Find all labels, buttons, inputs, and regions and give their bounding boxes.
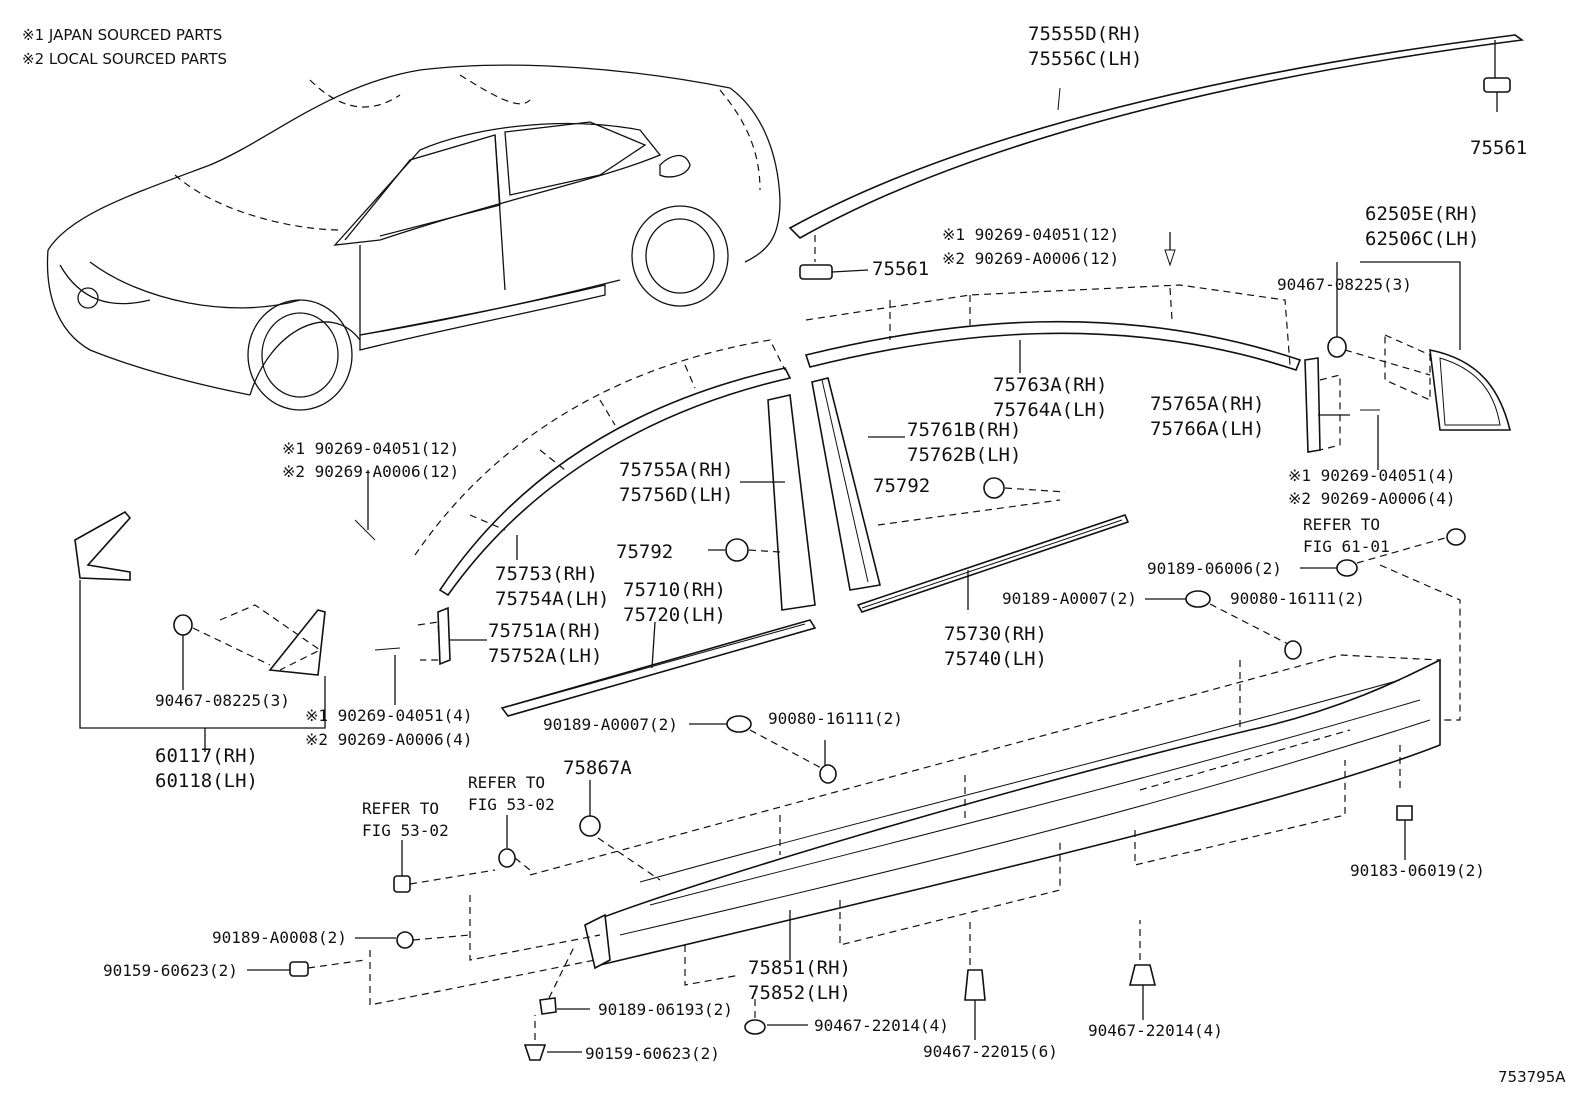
label-90467-22014-b[interactable]: 90467-22014(4): [1088, 1021, 1223, 1040]
front-upper-molding-part: [354, 339, 792, 597]
label-line: 75755A(RH): [619, 459, 734, 481]
label-front-belt[interactable]: 75710(RH) 75720(LH): [623, 578, 726, 628]
label-line: 60117(RH): [155, 745, 258, 767]
note-text: LOCAL SOURCED PARTS: [48, 50, 228, 68]
label-line: 75765A(RH): [1150, 393, 1265, 415]
label-front-door-pillar[interactable]: 75755A(RH) 75756D(LH): [619, 458, 733, 508]
quarter-window-part: [1327, 261, 1512, 431]
label-90467-22014-a[interactable]: 90467-22014(4): [814, 1016, 949, 1035]
label-line: 75754A(LH): [495, 588, 610, 610]
roof-molding-part: [788, 34, 1525, 280]
label-line: 75720(LH): [623, 604, 726, 626]
label-75792-right[interactable]: 75792: [873, 475, 931, 497]
label-rear-pillar-garnish[interactable]: 75765A(RH) 75766A(LH): [1150, 392, 1264, 442]
label-line: FIG 53-02: [362, 821, 449, 840]
label-line: 75740(LH): [944, 648, 1047, 670]
label-refer-61[interactable]: REFER TO FIG 61-01: [1303, 514, 1390, 558]
label-90189-a0007-right[interactable]: 90189-A0007(2): [1002, 589, 1137, 608]
label-line: 75730(RH): [944, 623, 1047, 645]
car-illustration: [46, 64, 781, 411]
note-mark: ※1: [22, 26, 45, 44]
label-90159-b[interactable]: 90159-60623(2): [585, 1044, 720, 1063]
label-line: 75555D(RH): [1028, 23, 1143, 45]
label-90269-rear-2[interactable]: ※2 90269-A0006(4): [1288, 489, 1456, 508]
label-90159-a[interactable]: 90159-60623(2): [103, 961, 238, 980]
upper-rear-molding-part: [804, 232, 1302, 373]
label-90183[interactable]: 90183-06019(2): [1350, 861, 1485, 880]
lower-fasteners: [247, 780, 1413, 1061]
label-90269-top-1[interactable]: ※1 90269-04051(12): [942, 225, 1120, 244]
door-pillar-garnishes: [708, 377, 1066, 611]
label-quarter-window[interactable]: 62505E(RH) 62506C(LH): [1365, 202, 1479, 252]
label-line: 75753(RH): [495, 563, 598, 585]
note-local-sourced: ※2 LOCAL SOURCED PARTS: [22, 48, 227, 70]
label-line: 75851(RH): [748, 957, 851, 979]
label-75561-top[interactable]: 75561: [1470, 137, 1528, 159]
note-text: JAPAN SOURCED PARTS: [48, 26, 223, 44]
label-line: 75752A(LH): [488, 645, 603, 667]
label-line: 75762B(LH): [907, 444, 1022, 466]
label-front-pillar-garnish[interactable]: 75751A(RH) 75752A(LH): [488, 619, 602, 669]
label-90467-left[interactable]: 90467-08225(3): [155, 691, 290, 710]
label-line: FIG 53-02: [468, 795, 555, 814]
label-90269-left-2[interactable]: ※2 90269-A0006(12): [282, 462, 460, 481]
label-line: REFER TO: [468, 773, 546, 792]
label-90269-top-2[interactable]: ※2 90269-A0006(12): [942, 249, 1120, 268]
label-line: 75761B(RH): [907, 419, 1022, 441]
label-line: 62506C(LH): [1365, 228, 1480, 250]
label-line: 75763A(RH): [993, 374, 1108, 396]
label-90467-22015[interactable]: 90467-22015(6): [923, 1042, 1058, 1061]
note-mark: ※2: [22, 50, 45, 68]
label-90189-a0007-left[interactable]: 90189-A0007(2): [543, 715, 678, 734]
label-75792-left[interactable]: 75792: [616, 541, 674, 563]
label-line: 75764A(LH): [993, 399, 1108, 421]
label-refer-53-a[interactable]: REFER TO FIG 53-02: [468, 772, 555, 816]
label-line: 60118(LH): [155, 770, 258, 792]
label-line: REFER TO: [1303, 515, 1381, 534]
label-90189-06006[interactable]: 90189-06006(2): [1147, 559, 1282, 578]
label-line: 75766A(LH): [1150, 418, 1265, 440]
front-belt-molding-part: [500, 619, 837, 784]
label-rear-belt[interactable]: 75763A(RH) 75764A(LH): [993, 373, 1107, 423]
label-line: 75710(RH): [623, 579, 726, 601]
label-front-molding[interactable]: 75753(RH) 75754A(LH): [495, 562, 609, 612]
label-line: 75756D(LH): [619, 484, 734, 506]
label-90189-06193[interactable]: 90189-06193(2): [598, 1000, 733, 1019]
front-quarter-part: [74, 510, 326, 752]
label-75561-mid[interactable]: 75561: [872, 258, 930, 280]
label-front-quarter[interactable]: 60117(RH) 60118(LH): [155, 744, 258, 794]
label-90269-front-2[interactable]: ※2 90269-A0006(4): [305, 730, 473, 749]
rocker-molding-part: [369, 564, 1461, 1006]
diagram-id: 753795A: [1498, 1068, 1566, 1086]
label-line: 75852(LH): [748, 982, 851, 1004]
label-90080-left[interactable]: 90080-16111(2): [768, 709, 903, 728]
label-rear-belt-lower[interactable]: 75730(RH) 75740(LH): [944, 622, 1047, 672]
label-90269-rear-1[interactable]: ※1 90269-04051(4): [1288, 466, 1456, 485]
label-line: 75751A(RH): [488, 620, 603, 642]
label-90080-right[interactable]: 90080-16111(2): [1230, 589, 1365, 608]
label-90269-left-1[interactable]: ※1 90269-04051(12): [282, 439, 460, 458]
label-line: FIG 61-01: [1303, 537, 1390, 556]
label-line: REFER TO: [362, 799, 440, 818]
label-rear-door-pillar[interactable]: 75761B(RH) 75762B(LH): [907, 418, 1021, 468]
note-japan-sourced: ※1 JAPAN SOURCED PARTS: [22, 24, 222, 46]
label-quarter-clip[interactable]: 90467-08225(3): [1277, 275, 1412, 294]
rear-pillar-garnish-part: [1304, 357, 1380, 470]
label-line: 75556C(LH): [1028, 48, 1143, 70]
label-90189-a0008[interactable]: 90189-A0008(2): [212, 928, 347, 947]
label-line: 62505E(RH): [1365, 203, 1480, 225]
label-rocker-molding[interactable]: 75851(RH) 75852(LH): [748, 956, 851, 1006]
front-pillar-garnish-part: [374, 606, 487, 705]
label-75867a[interactable]: 75867A: [563, 757, 632, 779]
label-90269-front-1[interactable]: ※1 90269-04051(4): [305, 706, 473, 725]
label-refer-53-b[interactable]: REFER TO FIG 53-02: [362, 798, 449, 842]
rear-belt-molding-part: [856, 514, 1466, 660]
label-roof-molding[interactable]: 75555D(RH) 75556C(LH): [1028, 22, 1142, 72]
